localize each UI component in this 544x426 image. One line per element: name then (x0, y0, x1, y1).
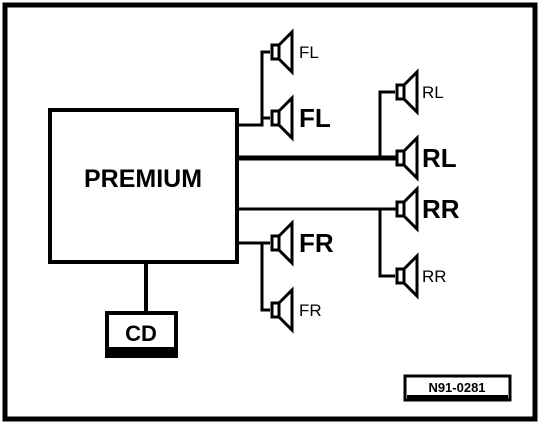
rear-right-wiring (237, 207, 398, 278)
reference-code-shadow (407, 395, 508, 399)
label-rl-woofer: RL (422, 143, 457, 173)
label-fl-tweeter: FL (299, 43, 319, 62)
label-rr-tweeter: RR (422, 267, 447, 286)
front-right-wiring (237, 241, 270, 312)
head-unit-box (48, 108, 239, 264)
front-left-wiring (237, 50, 270, 127)
label-fl-woofer: FL (299, 103, 331, 133)
label-fr-tweeter: FR (299, 301, 322, 320)
rear-left-wiring (237, 90, 398, 161)
label-rr-woofer: RR (422, 194, 460, 224)
cd-label: CD (125, 321, 157, 346)
label-rl-tweeter: RL (422, 83, 444, 102)
label-fr-woofer: FR (299, 228, 334, 258)
reference-code: N91-0281 (428, 380, 485, 395)
cd-box-shadow (109, 347, 174, 354)
head-unit-label: PREMIUM (84, 165, 202, 193)
